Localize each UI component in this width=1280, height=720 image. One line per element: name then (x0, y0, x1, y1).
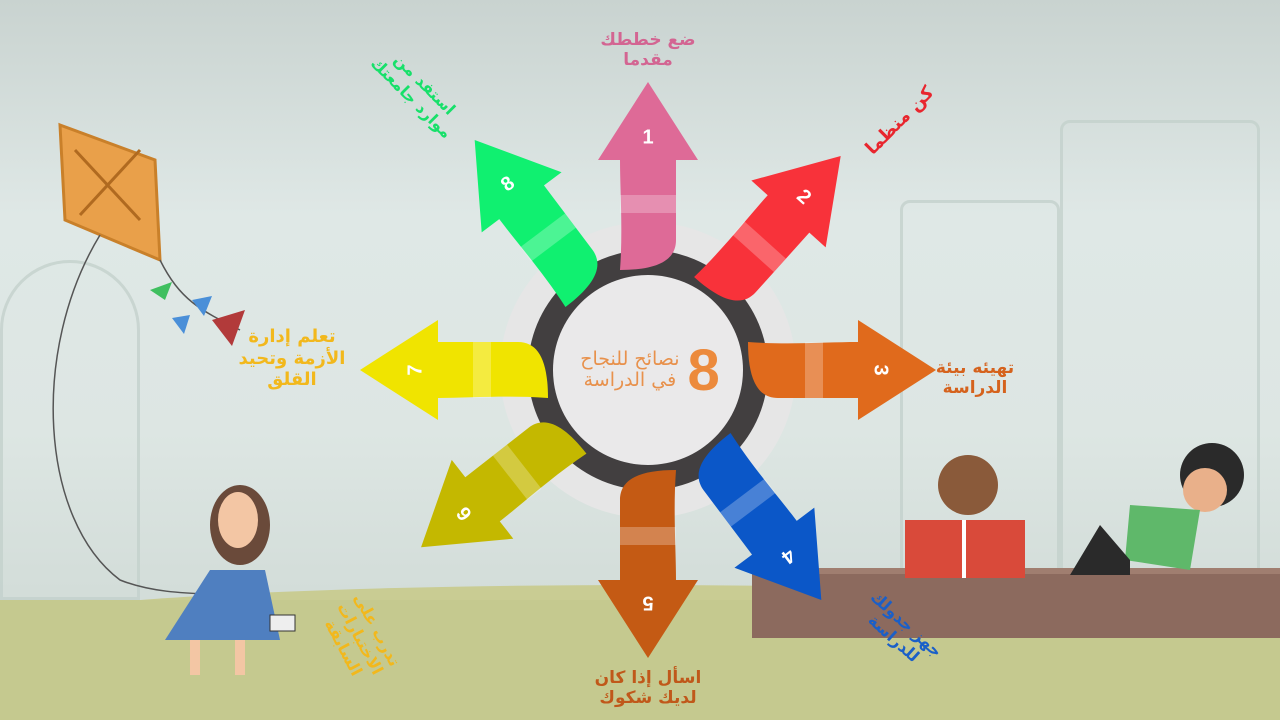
arrow-shape (360, 320, 548, 420)
arrow-1: 1 (598, 82, 698, 270)
arrow-number: 3 (870, 364, 892, 375)
background-arch (0, 260, 140, 600)
tip-label-line: اسأل إذا كان (594, 668, 702, 688)
tip-label-line: تعلم إدارة (248, 326, 336, 347)
tip-label-line: القلق (267, 369, 317, 391)
arrow-gloss (492, 444, 542, 500)
arrow-gloss (720, 478, 776, 527)
tip-label-line: الدراسة (942, 378, 1008, 399)
arrow-8: 8 (474, 139, 598, 307)
arrow-number: 7 (404, 364, 426, 375)
arrow-6: 6 (421, 422, 587, 548)
arrow-gloss (620, 527, 676, 545)
arrow-3: 3 (748, 320, 936, 420)
center-number: 8 (687, 337, 720, 403)
kite-illustration (52, 122, 271, 601)
arrow-number: 5 (642, 592, 653, 614)
center-title-line2: في الدراسة (583, 369, 677, 391)
arrow-7: 7 (360, 320, 548, 420)
tip-label-line: الأزمة وتحيد (238, 347, 346, 369)
arrow-gloss (473, 342, 491, 398)
arrow-shape (421, 422, 587, 548)
tip-label-line: تهيئه بيئة (935, 358, 1015, 378)
arrow-4: 4 (698, 433, 822, 601)
arrow-shape (598, 82, 698, 270)
arrow-5: 5 (598, 470, 698, 658)
arrow-gloss (732, 221, 786, 273)
arrow-shape (748, 320, 936, 420)
tip-label-line: مقدما (623, 50, 673, 71)
arrow-2: 2 (694, 155, 841, 301)
arrow-shape (598, 470, 698, 658)
center-title: 8 نصائح للنجاح في الدراسة (555, 335, 745, 405)
girl-illustration (165, 485, 296, 675)
boy-reading-illustration (905, 455, 1025, 578)
arrow-shape (474, 139, 598, 307)
arrow-number: 1 (642, 126, 653, 148)
center-circle (553, 275, 743, 465)
center-title-line1: نصائح للنجاح (580, 348, 680, 371)
arrow-gloss (620, 195, 676, 213)
tip-label-line: ضع خططك (600, 30, 696, 50)
boy-lying-illustration (1070, 443, 1244, 575)
arrow-shape (698, 433, 822, 601)
arrow-shape (694, 155, 841, 301)
arrow-gloss (520, 213, 576, 262)
arrow-gloss (805, 342, 823, 398)
tip-label-line: لديك شكوك (599, 688, 697, 709)
